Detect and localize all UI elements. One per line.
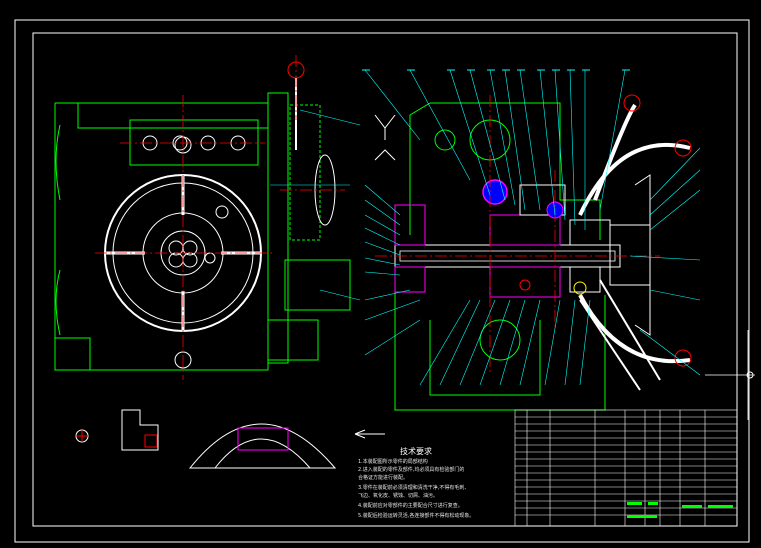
detail-views: [75, 409, 385, 469]
requirement-line: 飞边、氧化皮、锈蚀、切屑、油污。: [358, 493, 439, 499]
requirement-line: 2.进入装配的零件及部件,均必须具有检验部门的: [358, 467, 465, 473]
technical-requirements-title: 技术要求: [400, 447, 432, 456]
leader-lines: [270, 69, 701, 386]
requirement-line: 3.零件在装配前必须清理和清洗干净,不得有毛刺、: [358, 485, 470, 491]
side-view: [54, 55, 351, 380]
title-block: [514, 409, 738, 527]
inner-frame: [32, 32, 738, 527]
title-block-fill: [627, 502, 733, 518]
section-view: [375, 94, 692, 411]
view-arrow-y: [374, 114, 396, 140]
requirement-line: 5.装配后检验运转灵活,各连接部件不得有松动现象。: [358, 513, 475, 519]
requirement-line: 1.本装配图所示零件的局部结构: [358, 459, 428, 465]
outer-frame: [14, 19, 750, 543]
requirement-line: 合格证方能进行装配。: [358, 475, 409, 481]
requirement-line: 4.装配前应对零部件的主要配合尺寸进行复查。: [358, 503, 463, 509]
